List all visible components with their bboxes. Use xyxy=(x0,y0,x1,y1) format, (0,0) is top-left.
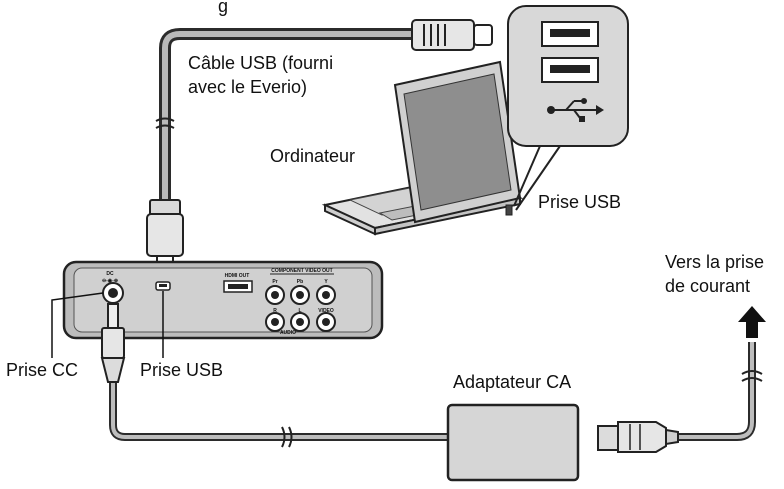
component-video-out-label: COMPONENT VIDEO OUT xyxy=(271,268,332,274)
ac-plug xyxy=(597,421,679,453)
outlet-label-line1: Vers la prise xyxy=(665,252,764,272)
av-jacks xyxy=(265,312,336,332)
usb-cable-label-line2: avec le Everio) xyxy=(188,77,307,97)
laptop-computer xyxy=(321,60,524,236)
ac-cable xyxy=(676,342,763,441)
dc-polarity-symbol: ⊖-◉-⊕ xyxy=(102,278,118,284)
dc-plug xyxy=(100,303,126,383)
computer-label: Ordinateur xyxy=(270,146,355,166)
outlet-label-line2: de courant xyxy=(665,276,750,296)
device-usb-port-label: Prise USB xyxy=(140,360,223,380)
dc-jack-label: Prise CC xyxy=(6,360,78,380)
ac-adapter xyxy=(446,403,580,482)
everio-device: DC ⊖-◉-⊕ HDMI OUT COMPONENT VIDEO OUT Pr… xyxy=(62,260,384,340)
pr-label: Pr xyxy=(272,279,277,285)
dc-cable xyxy=(109,380,448,448)
computer-usb-port-label: Prise USB xyxy=(538,192,621,212)
top-partial-text: g xyxy=(218,0,228,16)
zoom-line-1 xyxy=(513,145,541,207)
ac-adapter-label: Adaptateur CA xyxy=(453,372,571,392)
r-label: R xyxy=(273,308,277,314)
y-label: Y xyxy=(324,279,328,285)
usb-symbol-icon xyxy=(547,98,604,122)
usb-cable xyxy=(155,28,421,211)
up-arrow-icon xyxy=(738,306,766,338)
dc-label: DC xyxy=(106,271,114,277)
pb-label: Pb xyxy=(297,279,303,285)
audio-label: AUDIO xyxy=(280,330,296,336)
usb-plug-computer-end xyxy=(411,19,493,51)
hdmi-out-label: HDMI OUT xyxy=(225,273,250,279)
dc-jack-leader xyxy=(51,292,104,358)
usb-cable-label-line1: Câble USB (fourni xyxy=(188,53,333,73)
l-label: L xyxy=(298,308,301,314)
usb-port-callout xyxy=(507,5,629,147)
component-jacks xyxy=(265,285,336,305)
usb-plug-device-end xyxy=(146,199,184,269)
video-label: VIDEO xyxy=(318,308,334,314)
zoom-line-2 xyxy=(515,145,561,211)
